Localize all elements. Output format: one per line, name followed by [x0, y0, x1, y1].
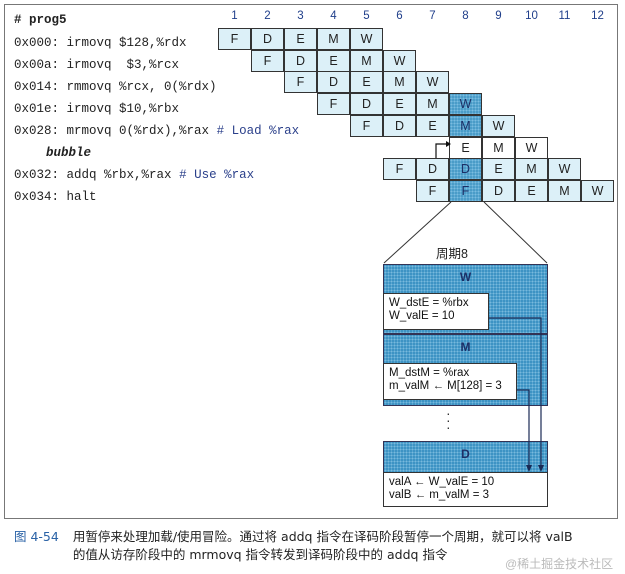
stage-W-header: W [459, 270, 472, 284]
code-address: 0x032: [14, 168, 60, 182]
pipeline-cell: E [515, 179, 548, 202]
code-line: 0x00a: irmovq $3,%rcx [14, 58, 179, 72]
code-address: 0x034: [14, 190, 60, 204]
d-vala: valA ← W_valE = 10 [389, 476, 495, 488]
w-vale: W_valE = 10 [389, 310, 455, 322]
cycle-number: 5 [363, 10, 370, 22]
code-instruction: addq %rbx,%rax [66, 168, 172, 182]
pipeline-cell: E [317, 49, 350, 72]
ellipsis: ··· [446, 405, 451, 435]
pipeline-cell: F [317, 93, 350, 116]
code-instruction: irmovq $3,%rcx [66, 58, 180, 72]
stage-M-header: M [460, 340, 471, 354]
pipeline-cell: M [548, 179, 581, 202]
bubble-label: bubble [46, 146, 92, 160]
cycle-number: 10 [525, 10, 538, 22]
code-line: bubble [46, 146, 91, 160]
code-instruction: irmovq $128,%rdx [66, 36, 187, 50]
pipeline-cell: F [218, 28, 251, 50]
cycle-number: 2 [264, 10, 271, 22]
m-dstm: M_dstM = %rax [389, 367, 470, 379]
pipeline-cell: W [383, 49, 416, 72]
code-comment: # Use %rax [179, 168, 255, 182]
cycle-number: 1 [231, 10, 238, 22]
watermark: @稀土掘金技术社区 [505, 557, 614, 571]
code-address: 0x00a: [14, 58, 60, 72]
stage-D-header: D [461, 447, 470, 461]
cycle-number: 12 [591, 10, 604, 22]
pipeline-cell: W [350, 28, 383, 50]
pipeline-cell: W [548, 158, 581, 181]
pipeline-cell: F [284, 71, 317, 94]
cycle-number: 3 [297, 10, 304, 22]
pipeline-cell: M [416, 93, 449, 116]
pipeline-cell: D [251, 28, 284, 50]
cycle-number: 8 [462, 10, 469, 22]
stage-M-label: M_dstM = %rax m_valM ← M[128] = 3 [383, 363, 517, 400]
figure-number: 图 4-54 [14, 529, 59, 544]
code-instruction: mrmovq 0(%rdx),%rax [66, 124, 210, 138]
m-valm: m_valM ← M[128] = 3 [389, 380, 502, 392]
w-dste: W_dstE = %rbx [389, 297, 469, 309]
pipeline-cell: D [284, 49, 317, 72]
pipeline-cell: M [515, 158, 548, 181]
cycle-number: 6 [396, 10, 403, 22]
code-line: 0x01e: irmovq $10,%rbx [14, 102, 179, 116]
cycle-number: 7 [429, 10, 436, 22]
pipeline-cell: E [383, 93, 416, 116]
pipeline-cell: D [482, 179, 515, 202]
pipeline-cell: D [350, 93, 383, 116]
stall-arrow-icon [435, 141, 451, 158]
code-line: 0x014: rmmovq %rcx, 0(%rdx) [14, 80, 217, 94]
pipeline-cell: W [581, 179, 614, 202]
pipeline-cell: M [449, 114, 482, 137]
pipeline-cell: W [416, 71, 449, 94]
code-line: 0x032: addq %rbx,%rax # Use %rax [14, 168, 254, 182]
code-address: 0x014: [14, 80, 60, 94]
code-address: 0x01e: [14, 102, 60, 116]
pipeline-cell: M [383, 71, 416, 94]
pipeline-cell: D [449, 158, 482, 181]
caption-line-1: 用暂停来处理加载/使用冒险。通过将 addq 指令在译码阶段暂停一个周期，就可以… [72, 529, 573, 544]
pipeline-cell: E [449, 136, 482, 159]
code-address: 0x028: [14, 124, 60, 138]
pipeline-cell: D [383, 114, 416, 137]
code-line: 0x000: irmovq $128,%rdx [14, 36, 187, 50]
pipeline-cell: F [251, 49, 284, 72]
cycle-number: 4 [330, 10, 337, 22]
pipeline-cell: E [350, 71, 383, 94]
pipeline-cell: F [350, 114, 383, 137]
pipeline-cell: F [416, 179, 449, 202]
pipeline-cell: F [449, 179, 482, 202]
pipeline-cell: W [515, 136, 548, 159]
program-title: # prog5 [14, 13, 67, 27]
stage-W-label: W_dstE = %rbx W_valE = 10 [383, 293, 489, 330]
pipeline-cell: M [350, 49, 383, 72]
code-line: 0x028: mrmovq 0(%rdx),%rax # Load %rax [14, 124, 299, 138]
pipeline-cell: W [449, 93, 482, 116]
pipeline-cell: D [416, 158, 449, 181]
pipeline-cell: W [482, 114, 515, 137]
pipeline-cell: M [317, 28, 350, 50]
pipeline-cell: D [317, 71, 350, 94]
d-valb: valB ← m_valM = 3 [389, 489, 490, 501]
code-instruction: halt [66, 190, 97, 204]
pipeline-cell: E [482, 158, 515, 181]
code-instruction: rmmovq %rcx, 0(%rdx) [66, 80, 217, 94]
stage-D-label: valA ← W_valE = 10 valB ← m_valM = 3 [383, 472, 548, 507]
pipeline-cell: E [416, 114, 449, 137]
cycle-label: 周期8 [436, 247, 468, 261]
cycle-number: 11 [558, 10, 571, 22]
figure-caption: 图 4-54 用暂停来处理加载/使用冒险。通过将 addq 指令在译码阶段暂停一… [14, 528, 573, 564]
code-line: 0x034: halt [14, 190, 97, 204]
pipeline-cell: E [284, 28, 317, 50]
pipeline-cell: M [482, 136, 515, 159]
pipeline-cell: F [383, 158, 416, 181]
code-address: 0x000: [14, 36, 60, 50]
cycle-number: 9 [495, 10, 502, 22]
caption-line-2: 的值从访存阶段中的 mrmovq 指令转发到译码阶段中的 addq 指令 [72, 547, 448, 562]
code-comment: # Load %rax [216, 124, 300, 138]
code-instruction: irmovq $10,%rbx [66, 102, 180, 116]
